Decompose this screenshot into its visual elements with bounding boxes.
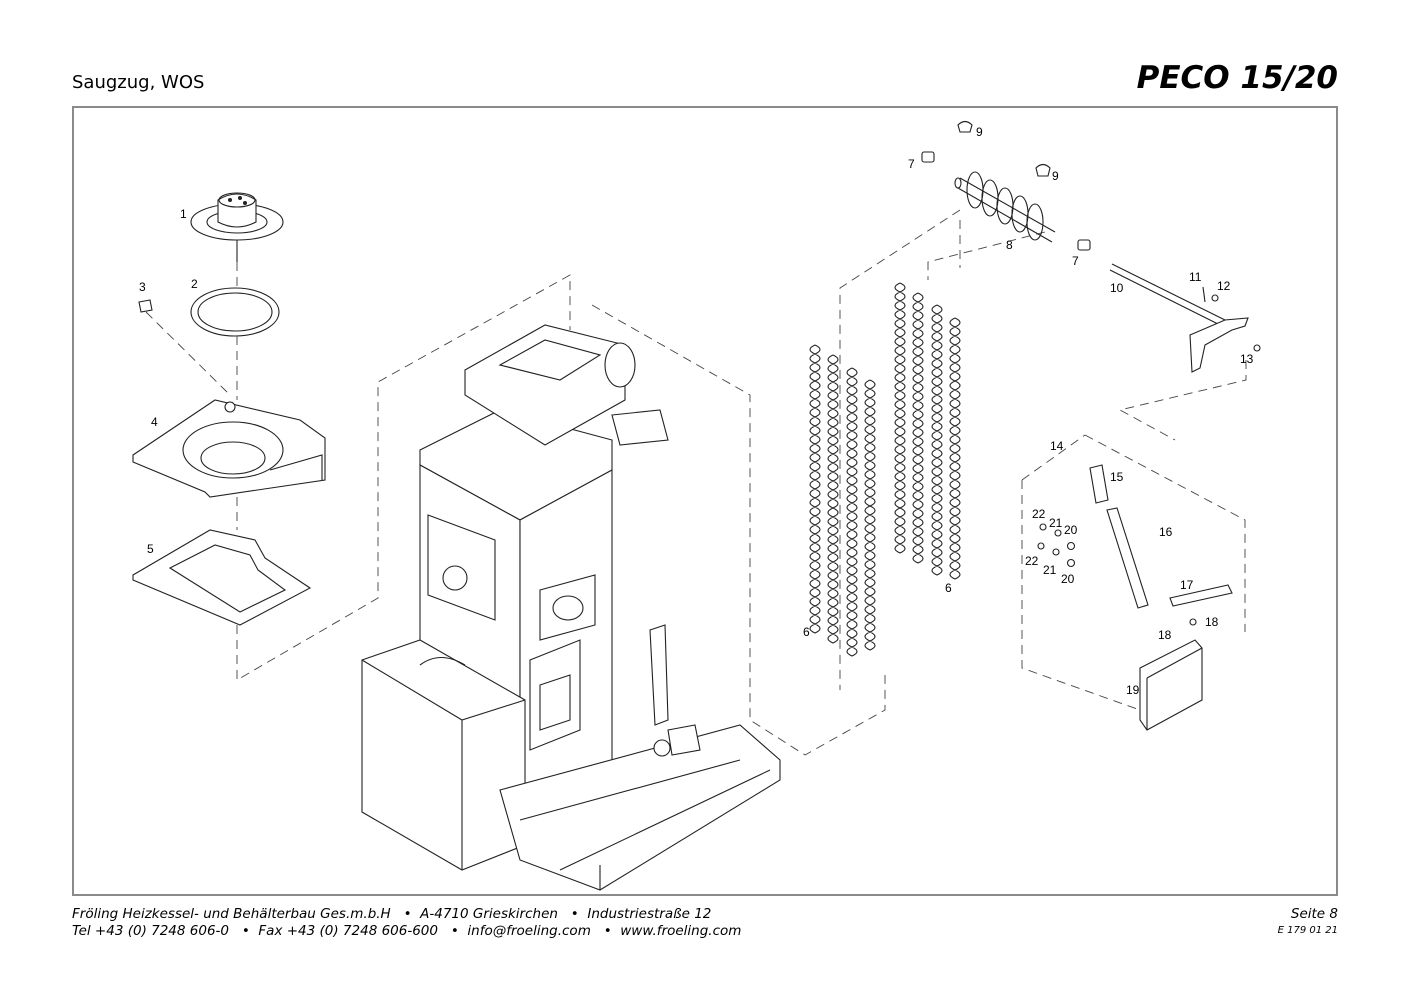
clip-part-9 xyxy=(957,120,1051,177)
part-label-7b: 7 xyxy=(1072,254,1079,268)
coil-spring xyxy=(912,292,924,564)
part-label-4: 4 xyxy=(151,415,158,429)
turbulator-shaft-part-8 xyxy=(954,171,1056,243)
cover-plate-part-5 xyxy=(132,529,312,626)
part-label-14: 14 xyxy=(1050,439,1064,453)
part-label-8: 8 xyxy=(1006,238,1013,252)
part-label-9a: 9 xyxy=(976,125,983,139)
part-label-13: 13 xyxy=(1240,352,1254,366)
lever-arm-part-16 xyxy=(1089,464,1149,609)
part-label-18b: 18 xyxy=(1158,628,1172,642)
part-label-5: 5 xyxy=(147,542,154,556)
part-label-21a: 21 xyxy=(1049,516,1063,530)
boiler-body xyxy=(361,324,781,891)
part-label-12: 12 xyxy=(1217,279,1231,293)
part-label-20a: 20 xyxy=(1064,523,1078,537)
document-number: E 179 01 21 xyxy=(1277,925,1338,936)
turbulator-springs-part-6b xyxy=(894,282,961,580)
coil-spring xyxy=(931,304,943,576)
page-title: Saugzug, WOS xyxy=(72,72,205,93)
coil-spring xyxy=(864,379,876,651)
nut-part-3 xyxy=(138,299,231,396)
part-label-17: 17 xyxy=(1180,578,1194,592)
turbulator-springs-part-6a xyxy=(809,344,876,657)
part-label-22a: 22 xyxy=(1032,507,1046,521)
part-label-6b: 6 xyxy=(945,581,952,595)
part-label-2: 2 xyxy=(191,277,198,291)
part-label-16: 16 xyxy=(1159,525,1173,539)
gasket-part-2 xyxy=(190,287,280,337)
part-label-9b: 9 xyxy=(1052,169,1059,183)
small-parts-20-21-22 xyxy=(1037,523,1076,568)
coil-spring xyxy=(949,317,961,580)
part-label-1: 1 xyxy=(180,207,187,221)
part-label-21b: 21 xyxy=(1043,563,1057,577)
footer-contact-line: Tel +43 (0) 7248 606-0 • Fax +43 (0) 724… xyxy=(72,923,742,939)
bracket-part-17 xyxy=(1169,584,1233,626)
coil-spring xyxy=(827,354,839,644)
coil-spring xyxy=(894,282,906,554)
part-label-11: 11 xyxy=(1189,270,1202,284)
part-label-7a: 7 xyxy=(908,157,915,171)
fan-housing-part-4 xyxy=(132,399,326,498)
lever-rod-part-10 xyxy=(1109,263,1261,373)
part-label-15: 15 xyxy=(1110,470,1124,484)
footer-company-line: Fröling Heizkessel- und Behälterbau Ges.… xyxy=(72,906,712,922)
part-label-6a: 6 xyxy=(803,625,810,639)
part-label-22b: 22 xyxy=(1025,554,1039,568)
part-label-18a: 18 xyxy=(1205,615,1219,629)
mounting-bracket-part-19 xyxy=(1139,639,1203,731)
page-number: Seite 8 xyxy=(1290,906,1338,922)
coil-spring xyxy=(846,367,858,657)
part-label-20b: 20 xyxy=(1061,572,1075,586)
bushing-part-7 xyxy=(921,151,1091,251)
part-label-3: 3 xyxy=(139,280,146,294)
part-label-10: 10 xyxy=(1110,281,1124,295)
drawing-frame xyxy=(72,106,1338,896)
coil-spring xyxy=(809,344,821,634)
part-label-19: 19 xyxy=(1126,683,1140,697)
model-name: PECO 15/20 xyxy=(1136,60,1338,96)
suction-fan-part-1 xyxy=(190,192,284,262)
